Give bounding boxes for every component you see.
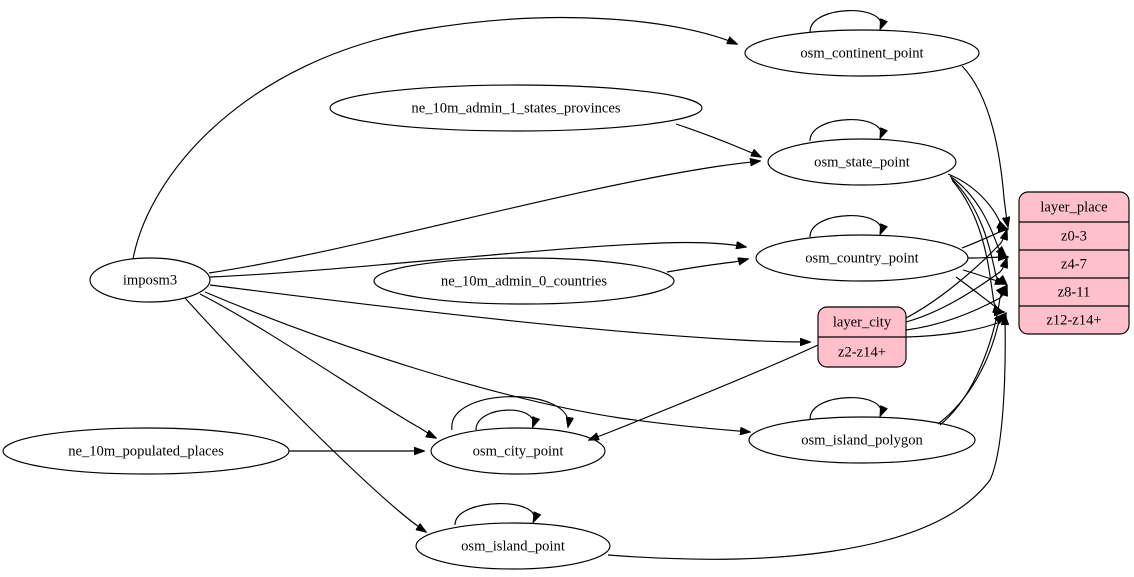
edge-imposm3-to-layer-city — [209, 284, 810, 342]
edge-osm-country-point-to-layer-place-z4-7 — [967, 257, 1008, 258]
node-osm-continent-point[interactable]: osm_continent_point — [744, 29, 980, 77]
node-label: osm_city_point — [473, 443, 564, 459]
edge-layer-city-to-layer-place-z0-3 — [905, 230, 1007, 319]
record-node-layer-place[interactable]: layer_place z0-3 z4-7 z8-11 z12-z14+ — [1018, 191, 1130, 335]
self-loop-osm-continent-point — [809, 10, 881, 33]
record-row-label[interactable]: z0-3 — [1061, 228, 1087, 244]
edge-imposm3-to-osm-city-point — [199, 293, 436, 438]
edge-ne-countries-to-osm-country-point — [666, 259, 748, 273]
edge-imposm3-to-osm-island-point — [184, 297, 426, 532]
node-ne-10m-admin-0-countries[interactable]: ne_10m_admin_0_countries — [373, 257, 675, 305]
node-osm-island-polygon[interactable]: osm_island_polygon — [748, 416, 976, 464]
record-title: layer_place — [1040, 199, 1107, 215]
edge-layer-city-to-layer-place-z8-11 — [905, 286, 1007, 331]
node-label: osm_island_point — [461, 538, 565, 554]
node-osm-city-point[interactable]: osm_city_point — [430, 427, 606, 475]
edge-imposm3-to-osm-continent-point — [132, 16, 737, 260]
edge-osm-state-point-to-layer-place-z0-3 — [947, 173, 1007, 229]
edge-layer-city-to-layer-place-z4-7 — [905, 258, 1007, 323]
record-node-layer-city[interactable]: layer_city z2-z14+ — [817, 306, 907, 368]
edge-ne-states-to-osm-state-point — [675, 123, 761, 157]
node-label: ne_10m_admin_0_countries — [441, 273, 607, 289]
records-layer: layer_place z0-3 z4-7 z8-11 z12-z14+ layer_ci… — [817, 191, 1130, 368]
node-osm-country-point[interactable]: osm_country_point — [755, 234, 969, 282]
self-loop-osm-country-point — [809, 215, 881, 238]
node-label: osm_island_polygon — [801, 432, 923, 448]
edges-layer — [132, 10, 1008, 560]
node-osm-state-point[interactable]: osm_state_point — [767, 138, 957, 186]
node-label: ne_10m_admin_1_states_provinces — [411, 100, 620, 116]
record-row-label[interactable]: z8-11 — [1058, 284, 1091, 300]
edge-osm-continent-point-to-layer-place-z0-3 — [961, 65, 1008, 227]
record-row-label[interactable]: z4-7 — [1061, 256, 1087, 272]
edge-osm-island-point-to-layer-place-z12-z14 — [607, 315, 1005, 560]
edge-osm-state-point-to-layer-place-z12-z14 — [951, 179, 1003, 312]
edge-layer-city-to-osm-city-point — [589, 344, 819, 440]
node-label: osm_country_point — [805, 250, 919, 266]
node-ne-10m-admin-1-states-provinces[interactable]: ne_10m_admin_1_states_provinces — [329, 84, 703, 132]
record-row-label[interactable]: z2-z14+ — [838, 344, 886, 360]
record-title: layer_city — [833, 314, 892, 330]
self-loop-osm-island-point — [454, 503, 534, 526]
self-loop-outer-osm-city-point — [451, 396, 569, 431]
node-osm-island-point[interactable]: osm_island_point — [415, 522, 611, 570]
edge-osm-state-point-to-layer-place-z8-11 — [950, 177, 1005, 284]
node-ne-10m-populated-places[interactable]: ne_10m_populated_places — [2, 427, 290, 475]
node-label: ne_10m_populated_places — [68, 443, 224, 459]
node-label: osm_continent_point — [800, 45, 923, 61]
node-label: imposm3 — [123, 272, 177, 288]
edge-imposm3-to-osm-state-point — [208, 161, 760, 274]
nodes-layer: imposm3 ne_10m_admin_1_states_provincesne… — [2, 29, 980, 570]
edge-imposm3-to-osm-island-polygon — [204, 291, 750, 432]
self-loop-osm-city-point — [475, 409, 533, 431]
node-label: osm_state_point — [814, 154, 910, 170]
edge-osm-country-point-to-layer-place-z0-3 — [961, 229, 1008, 249]
self-loop-osm-state-point — [809, 119, 881, 142]
record-row-label[interactable]: z12-z14+ — [1046, 312, 1101, 328]
self-loop-osm-island-polygon — [809, 397, 881, 420]
node-imposm3[interactable]: imposm3 — [89, 257, 211, 303]
edge-imposm3-to-osm-country-point — [209, 243, 746, 278]
